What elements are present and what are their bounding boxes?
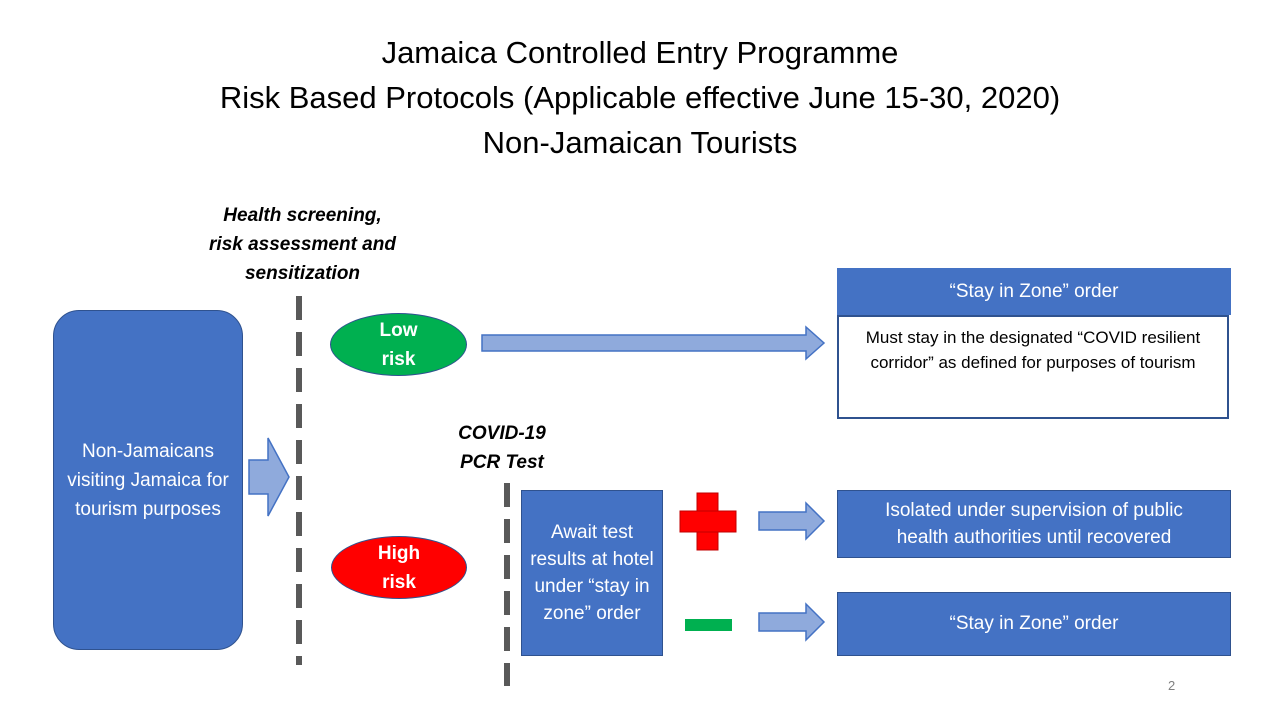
page-number: 2 xyxy=(1168,678,1176,693)
pcr-label: COVID-19 PCR Test xyxy=(432,419,572,477)
arrow-to-screening xyxy=(248,437,290,517)
title-line-3: Non-Jamaican Tourists xyxy=(482,125,798,160)
title-line-1: Jamaica Controlled Entry Programme xyxy=(381,35,899,70)
screening-label-line-3: sensitization xyxy=(244,263,361,284)
low-risk-ellipse: Low risk xyxy=(330,313,467,376)
await-box: Await test results at hotel under “stay … xyxy=(521,490,663,656)
screening-label-line-2: risk assessment and xyxy=(209,234,396,255)
high-risk-ellipse: High risk xyxy=(331,536,467,599)
high-risk-line-2: risk xyxy=(382,571,416,593)
pcr-label-line-1: COVID-19 xyxy=(458,423,546,444)
stay-zone-header: “Stay in Zone” order xyxy=(837,268,1231,315)
arrow-positive xyxy=(758,501,826,541)
title-line-2: Risk Based Protocols (Applicable effecti… xyxy=(219,80,1061,115)
low-risk-line-2: risk xyxy=(381,348,416,370)
arrow-low-risk xyxy=(481,325,826,361)
stay-zone-bottom-box: “Stay in Zone” order xyxy=(837,592,1231,656)
screening-label-line-1: Health screening, xyxy=(223,205,382,226)
page-title: Jamaica Controlled Entry Programme Risk … xyxy=(0,30,1280,165)
isolated-box: Isolated under supervision of public hea… xyxy=(837,490,1231,558)
screening-label: Health screening, risk assessment and se… xyxy=(190,201,415,288)
high-risk-line-1: High xyxy=(377,542,421,564)
stay-zone-body: Must stay in the designated “COVID resil… xyxy=(837,315,1229,419)
minus-icon xyxy=(685,619,732,631)
pcr-label-line-2: PCR Test xyxy=(460,452,544,473)
low-risk-line-1: Low xyxy=(379,319,418,341)
start-box: Non-Jamaicans visiting Jamaica for touri… xyxy=(53,310,243,650)
plus-icon xyxy=(679,492,737,551)
arrow-negative xyxy=(758,602,826,642)
